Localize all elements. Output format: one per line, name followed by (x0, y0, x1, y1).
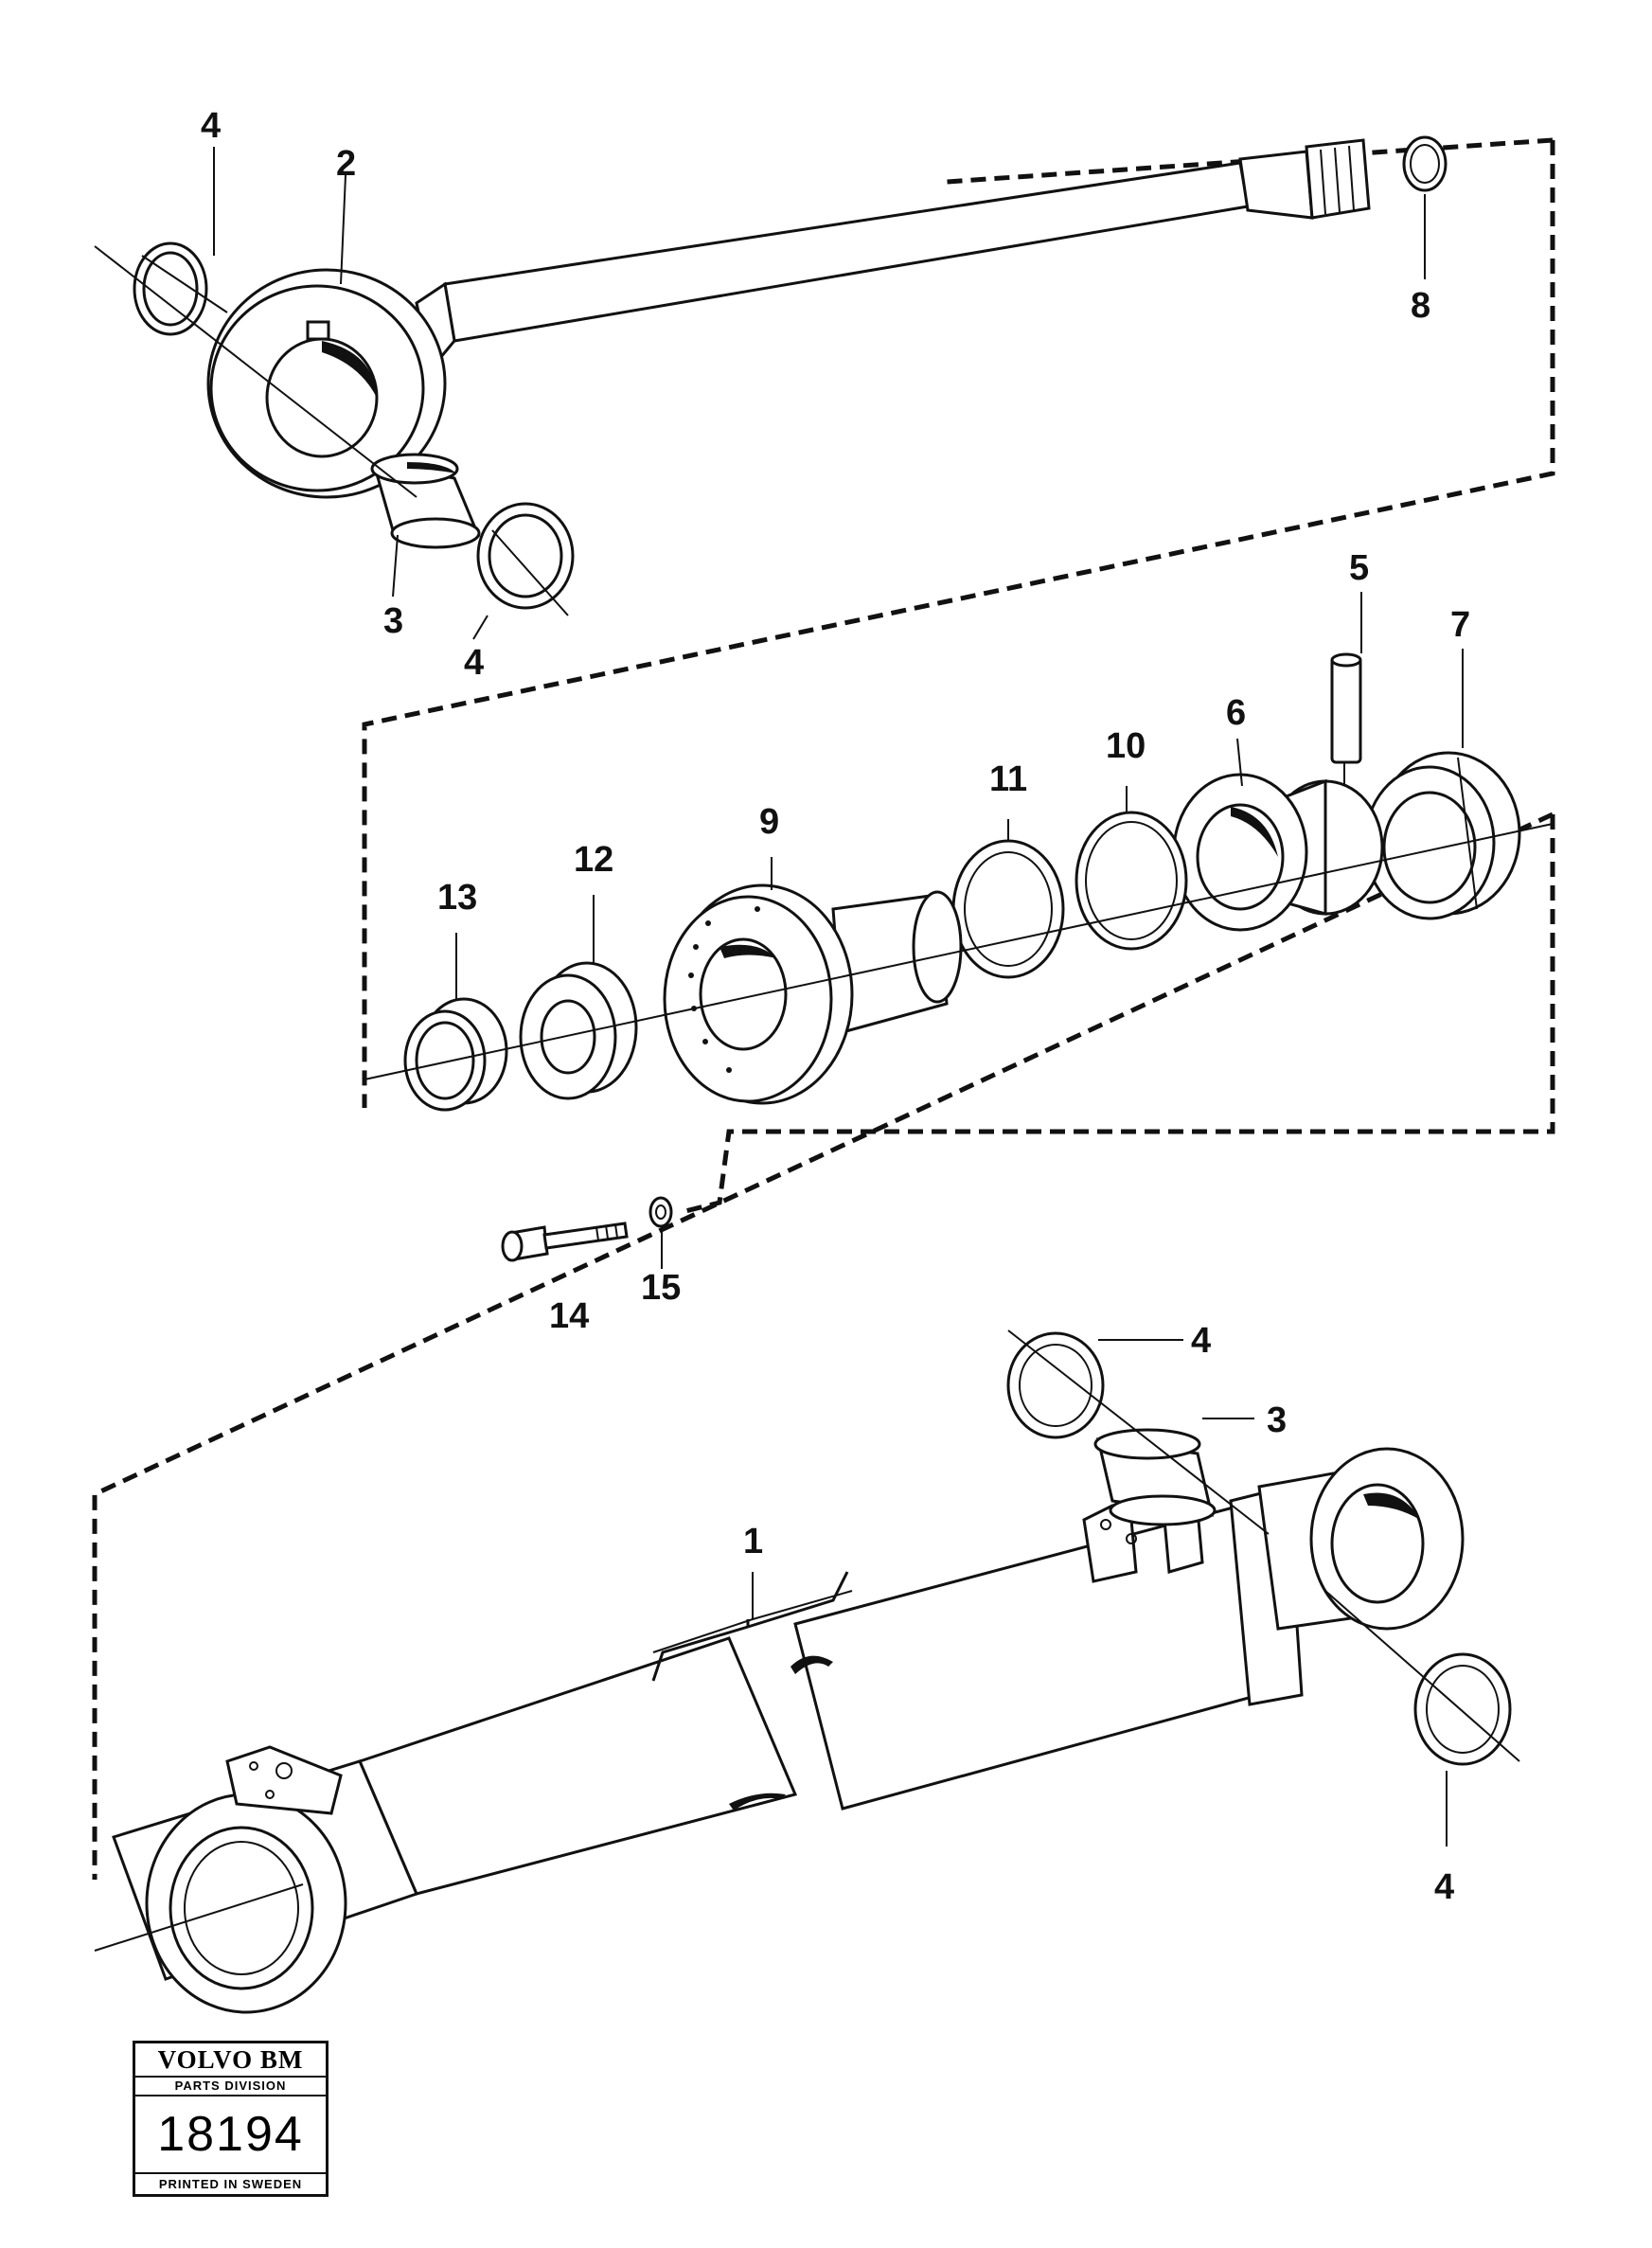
seal-part-13 (403, 997, 508, 1112)
cylinder-tube-part-1 (94, 1447, 1465, 2014)
callout-14: 14 (549, 1296, 589, 1336)
cylinder-head-part-9 (663, 883, 963, 1105)
callout-1: 1 (743, 1522, 763, 1561)
retaining-ring-lower-right (1413, 1652, 1512, 1766)
callout-15: 15 (641, 1268, 681, 1308)
callout-13: 13 (437, 878, 477, 918)
callout-4-lower-upper: 4 (1191, 1321, 1211, 1361)
callout-5: 5 (1349, 548, 1369, 588)
seal-part-11 (951, 839, 1065, 979)
screw-part-14 (501, 1222, 629, 1262)
callout-8: 8 (1411, 286, 1430, 326)
assembly-outline-upper (362, 137, 1555, 1108)
bushing-lower (1093, 1428, 1217, 1526)
seal-part-10 (1075, 811, 1188, 951)
callout-9: 9 (759, 802, 779, 842)
stamp-brand: VOLVO BM (135, 2043, 326, 2078)
washer-part-15 (648, 1196, 673, 1228)
assembly-outline-middle (681, 814, 1555, 1215)
callout-4-upper-left: 4 (201, 106, 221, 146)
callout-4-lower-right: 4 (1434, 1867, 1454, 1907)
callout-11: 11 (989, 759, 1027, 799)
callout-6: 6 (1226, 693, 1246, 733)
callout-2: 2 (336, 144, 356, 184)
callout-3-lower: 3 (1267, 1401, 1287, 1440)
wiper-part-12 (519, 961, 638, 1100)
volvo-bm-parts-stamp: VOLVO BM PARTS DIVISION 18194 PRINTED IN… (133, 2041, 329, 2197)
stamp-division: PARTS DIVISION (135, 2078, 326, 2096)
stamp-printed: PRINTED IN SWEDEN (158, 2177, 303, 2191)
stamp-number: 18194 (135, 2096, 326, 2174)
callout-4-upper-right: 4 (464, 643, 484, 683)
callout-12: 12 (574, 840, 613, 880)
piston-part-6 (1172, 773, 1384, 932)
retaining-ring-upper-right (476, 502, 575, 616)
retaining-ring-lower-upper (1006, 1331, 1105, 1439)
callout-7: 7 (1450, 605, 1470, 645)
callout-3-upper: 3 (383, 601, 403, 641)
retaining-ring-upper-left (133, 241, 228, 336)
piston-rod (206, 138, 1371, 499)
bushing-upper (370, 453, 481, 549)
callout-10: 10 (1106, 726, 1146, 766)
o-ring-part-8 (1402, 135, 1448, 192)
